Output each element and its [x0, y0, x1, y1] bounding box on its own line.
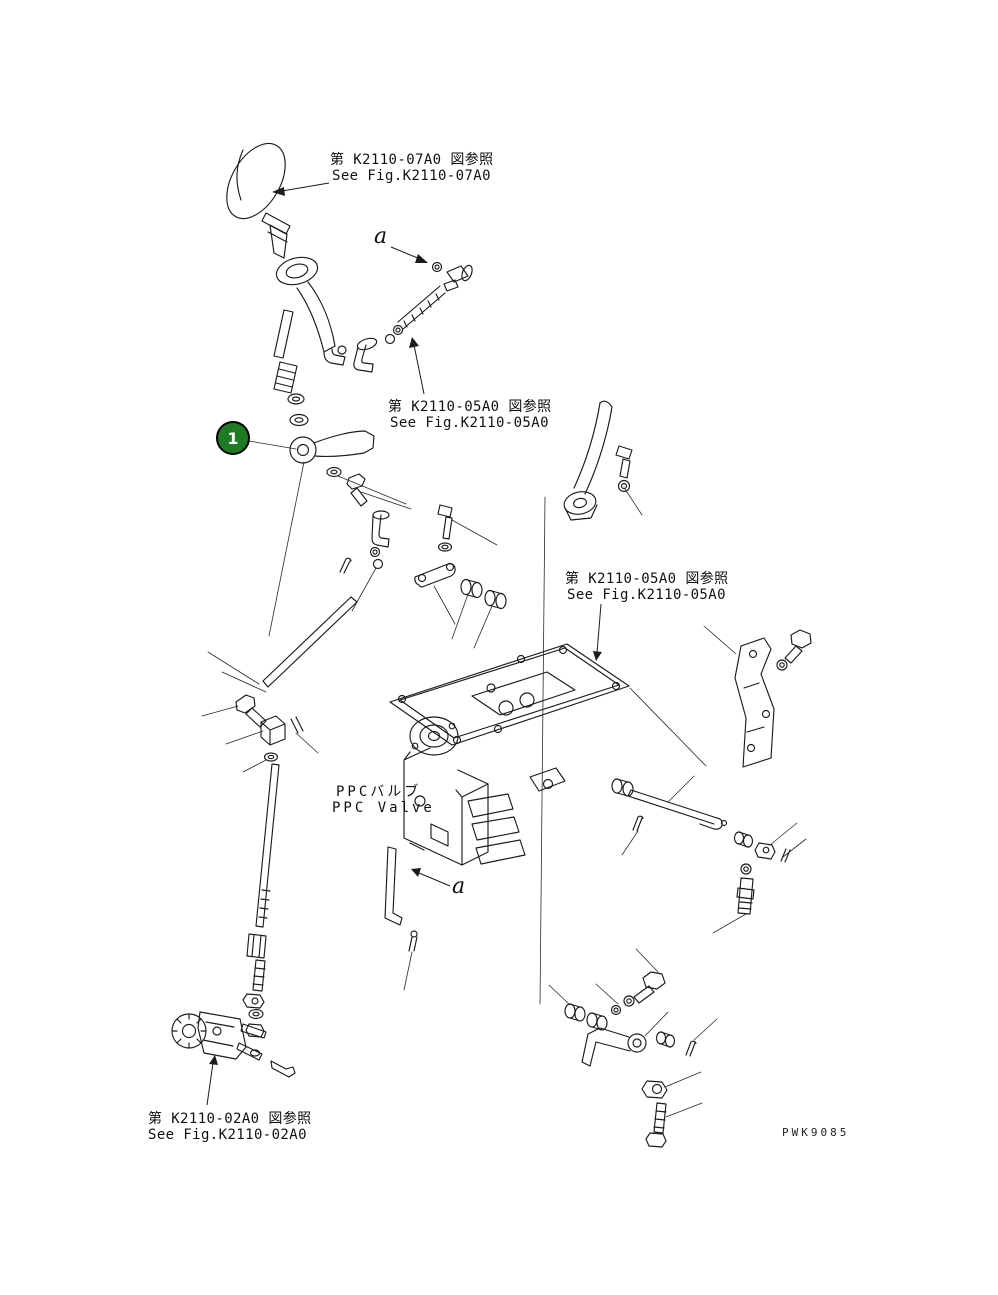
- bottom-right-bent-lever: [581, 1027, 647, 1067]
- bracket-bolt-washer: [776, 629, 812, 671]
- threaded-stud: [252, 959, 266, 992]
- ref-label-bottom-jp: 第 K2110-02A0 図参照: [148, 1111, 312, 1127]
- bottom-right-bolt-washers: [610, 971, 666, 1016]
- ref-label-top-en: See Fig.K2110-07A0: [332, 168, 491, 184]
- ref-label-mid-jp: 第 K2110-05A0 図参照: [388, 399, 552, 415]
- bottom-right-hex-nut: [641, 1080, 668, 1099]
- ppc-valve-label-jp: PPCバルブ: [336, 784, 422, 800]
- drawing-code: PWK9085: [782, 1126, 850, 1139]
- ref-label-bottom-en: See Fig.K2110-02A0: [148, 1127, 307, 1143]
- knob-collar: [261, 212, 291, 259]
- right-link-rod: [627, 789, 728, 830]
- valve-cover-plate: [389, 643, 630, 746]
- vertical-control-rod: [255, 763, 280, 928]
- bottom-cotter-pin: [408, 930, 418, 952]
- ref-label-top-jp: 第 K2110-07A0 図参照: [330, 152, 494, 168]
- ref-label-right-jp: 第 K2110-05A0 図参照: [565, 571, 729, 587]
- ppc-valve-body: [403, 716, 566, 866]
- bottom-right-stud-bolt: [645, 1102, 667, 1148]
- bottom-left-valve-assembly: [171, 1011, 296, 1078]
- left-spacer-block: [260, 715, 286, 746]
- center-elbow-fitting: [369, 510, 390, 570]
- center-cotter-pin: [339, 557, 352, 574]
- right-bracket: [734, 637, 775, 768]
- right-rod-pin: [632, 815, 644, 832]
- lever-boot-flange: [275, 256, 319, 286]
- right-control-lever: [563, 400, 613, 521]
- item1-washer-bolt: [326, 466, 368, 507]
- ref-label-mid-en: See Fig.K2110-05A0: [390, 415, 549, 431]
- callout-1: 1: [216, 421, 250, 455]
- right-lever-bolt-washer: [615, 445, 633, 493]
- view-marker-a-bottom: a: [452, 874, 466, 899]
- center-bolt-washer: [437, 504, 453, 552]
- shift-knob: [226, 142, 286, 220]
- upper-lever-arm: [296, 281, 346, 366]
- rod-coupler-nut: [246, 933, 267, 959]
- label-arrows: [206, 182, 602, 1106]
- callout-1-number: 1: [227, 429, 238, 448]
- link-bar: [414, 562, 456, 588]
- view-marker-a-top: a: [374, 224, 388, 249]
- left-cotter-pin: [290, 716, 304, 734]
- callout-1-circle: [216, 421, 250, 455]
- ref-label-right-en: See Fig.K2110-05A0: [567, 587, 726, 603]
- item1-lever-arm: [289, 430, 375, 464]
- top-hose-assembly: [337, 261, 473, 373]
- diagonal-rod: [262, 596, 358, 688]
- bottom-right-bushings: [564, 1003, 608, 1031]
- left-washer: [263, 752, 279, 762]
- bottom-right-fitting-pin: [655, 1031, 697, 1057]
- upper-lever-rod: [273, 309, 309, 427]
- l-bracket-strip: [384, 846, 403, 926]
- leader-lines: [201, 440, 807, 1118]
- left-bolt: [235, 694, 267, 728]
- ppc-valve-label-en: PPC Valve: [332, 800, 435, 816]
- right-fitting-chain: [733, 831, 791, 915]
